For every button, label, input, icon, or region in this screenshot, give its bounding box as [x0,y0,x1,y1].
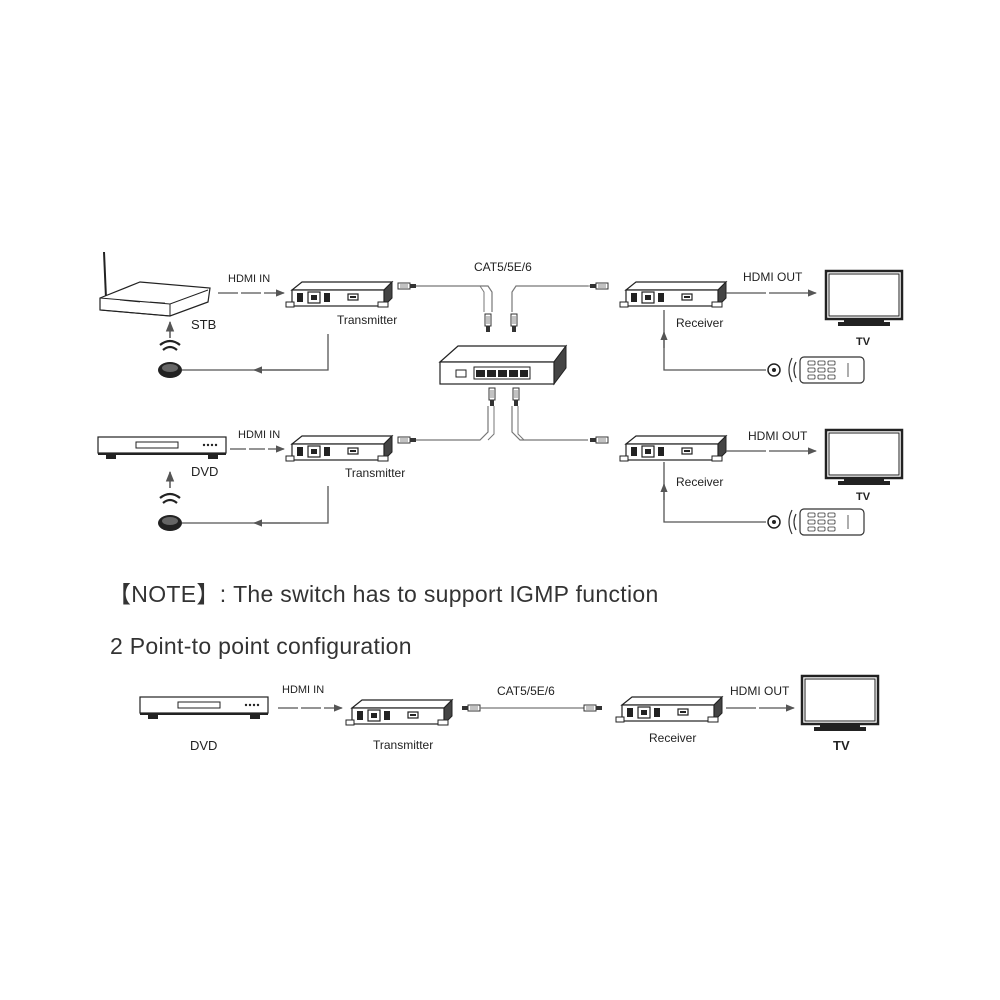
plug-switch-bottom-right [512,387,520,407]
tv-label-bottom: TV [833,738,850,753]
plug-switch-top-right [510,313,518,333]
tv-bottom [800,674,880,733]
remote-mid [799,508,865,536]
dvd-player-bottom [139,696,269,720]
receiver-label-mid: Receiver [676,475,724,489]
receiver-mid [619,435,727,462]
section-title: 2 Point-to point configuration [110,633,412,659]
ir-receiver-eye-top [158,362,182,378]
network-switch [438,344,568,386]
remote-top [799,356,865,384]
dvd-label-bottom: DVD [190,738,218,753]
transmitter-label-bottom: Transmitter [373,738,434,752]
transmitter-bottom [345,699,453,726]
cable-label-top: CAT5/5E/6 [474,260,532,274]
ir-signal-icon [159,339,181,351]
cable-transmitter-top [416,285,493,312]
ir-wave-mid-icon [788,509,797,535]
transmitter-label-top: Transmitter [337,313,398,327]
hdmi-in-label-bottom: HDMI IN [282,684,325,696]
dvd-player-mid [97,436,227,460]
ir-receiver-eye-mid [158,515,182,531]
plug-switch-top-left [484,313,492,333]
hdmi-out-label-bottom: HDMI OUT [730,684,790,698]
receiver-bottom [615,696,723,723]
ir-cable-mid-right [663,462,766,523]
plug-receiver-bottom [583,704,603,712]
ir-wave-top-icon [788,357,797,383]
plug-transmitter-bottom [461,704,481,712]
stb-label: STB [191,317,217,332]
plug-switch-bottom-left [488,387,496,407]
hdmi-in-label-mid: HDMI IN [238,429,281,441]
receiver-label-top: Receiver [676,316,724,330]
ir-cable-top-left [182,334,329,371]
ir-cable-mid-left [182,486,329,524]
plug-receiver-top [589,282,609,290]
hdmi-out-label-top: HDMI OUT [743,270,803,284]
tv-label-mid: TV [856,491,871,503]
plug-receiver-mid [589,436,609,444]
hdmi-in-label-top: HDMI IN [228,273,271,285]
dvd-label-mid: DVD [191,464,219,479]
receiver-label-bottom: Receiver [649,731,697,745]
transmitter-top [285,281,393,308]
cable-receiver-mid [511,406,588,441]
tv-mid [824,428,904,487]
stb-device [99,251,211,317]
receiver-top [619,281,727,308]
ir-cable-top-right [663,310,766,371]
cable-transmitter-mid [416,406,489,441]
cable-receiver-top [511,285,588,312]
transmitter-mid [285,435,393,462]
plug-transmitter-mid [397,436,417,444]
hdmi-out-label-mid: HDMI OUT [748,429,808,443]
note-text: 【NOTE】: The switch has to support IGMP f… [108,581,659,607]
transmitter-label-mid: Transmitter [345,466,406,480]
cable-label-bottom: CAT5/5E/6 [497,684,555,698]
ir-signal-icon-mid [159,492,181,504]
tv-label-top: TV [856,336,871,348]
tv-top [824,269,904,328]
plug-transmitter-top [397,282,417,290]
